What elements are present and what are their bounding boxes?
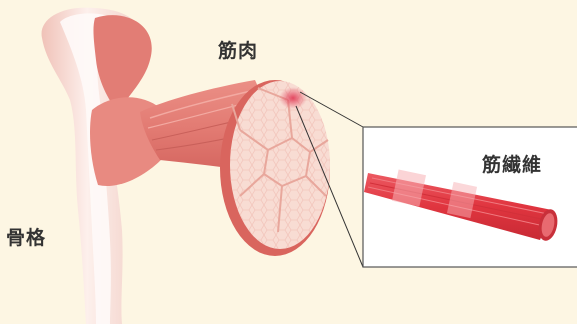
fiber-highlight-spot: [279, 87, 307, 109]
muscle-label: 筋肉: [218, 36, 258, 63]
muscle-fiber-label: 筋繊維: [482, 150, 542, 177]
muscle-cross-section: [220, 80, 330, 256]
muscle-fiber-callout: [363, 127, 577, 267]
bone-label: 骨格: [6, 223, 46, 250]
